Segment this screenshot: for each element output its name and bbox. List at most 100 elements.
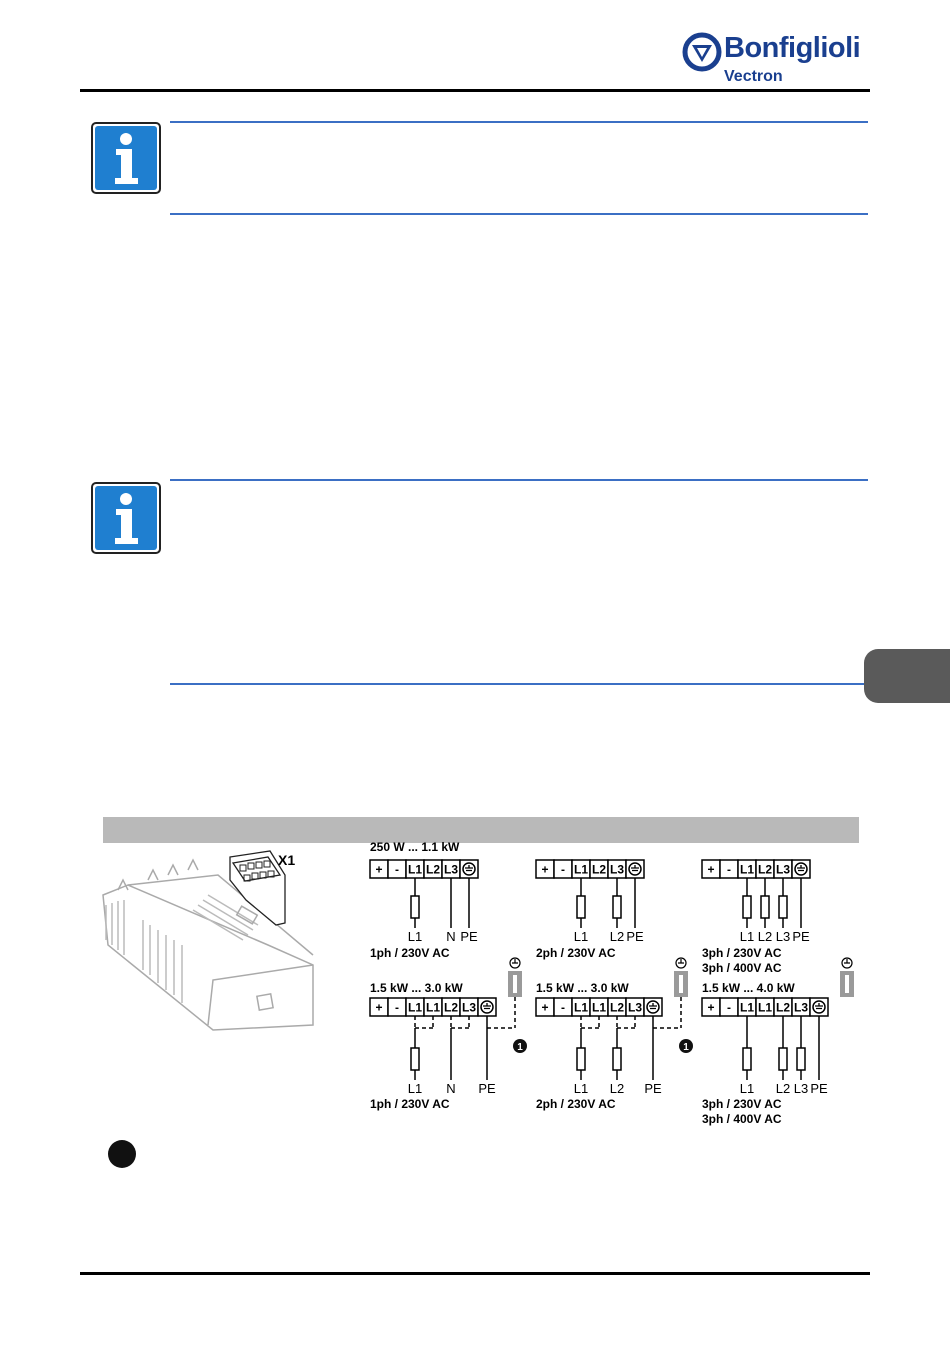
ground-symbol <box>480 1000 494 1014</box>
fuse-symbol <box>612 1047 622 1071</box>
terminal-label: L3 <box>462 1001 476 1015</box>
ground-symbol <box>812 1000 826 1014</box>
supply-caption: 1ph / 230V AC <box>370 1097 450 1111</box>
info-icon <box>91 482 161 554</box>
fuse-symbol <box>612 895 622 919</box>
ground-bar-slot <box>513 975 517 993</box>
fuse-symbol <box>742 895 752 919</box>
brand-name: Bonfiglioli <box>724 32 861 64</box>
terminal-label: L1 <box>408 1001 422 1015</box>
terminal-label: + <box>707 1001 714 1015</box>
terminal-label: L2 <box>610 1001 624 1015</box>
ground-symbol <box>649 1003 657 1010</box>
terminal-label: - <box>395 1001 399 1015</box>
marker-number: 1 <box>517 1042 523 1053</box>
ground-symbol <box>512 959 518 964</box>
note-bottom-rule <box>170 213 868 215</box>
phase-label: PE <box>792 929 810 944</box>
terminal-label: L1 <box>740 1001 754 1015</box>
terminal-label: + <box>375 863 382 877</box>
phase-label: PE <box>644 1081 662 1096</box>
phase-label: PE <box>810 1081 828 1096</box>
supply-caption: 3ph / 230V AC <box>702 946 782 960</box>
phase-label: PE <box>460 929 478 944</box>
terminal-label: + <box>541 863 548 877</box>
marker-number: 1 <box>683 1042 689 1053</box>
terminal-label: L1 <box>574 1001 588 1015</box>
phase-label: L1 <box>740 929 754 944</box>
terminal-label: L2 <box>444 1001 458 1015</box>
supply-caption: 2ph / 230V AC <box>536 1097 616 1111</box>
terminal-label: L2 <box>776 1001 790 1015</box>
ground-symbol <box>628 862 642 876</box>
terminal-label: L3 <box>628 1001 642 1015</box>
phase-label: L3 <box>794 1081 808 1096</box>
phase-label: L3 <box>776 929 790 944</box>
ground-bar-slot <box>845 975 849 993</box>
terminal-label: L1 <box>740 863 754 877</box>
terminal-label: L3 <box>610 863 624 877</box>
ground-symbol <box>631 865 639 872</box>
power-range-label: 250 W ... 1.1 kW <box>370 840 460 854</box>
chapter-tab[interactable] <box>864 649 950 703</box>
ground-symbol <box>462 862 476 876</box>
ground-symbol <box>646 1000 660 1014</box>
terminal-label: L1 <box>408 863 422 877</box>
power-range-label: 1.5 kW ... 3.0 kW <box>536 981 629 995</box>
phase-label: N <box>446 1081 455 1096</box>
fuse-symbol <box>778 1047 788 1071</box>
note-bottom-rule <box>170 683 868 685</box>
terminal-label: - <box>727 863 731 877</box>
terminal-label: L1 <box>574 863 588 877</box>
fuse-symbol <box>576 895 586 919</box>
power-range-label: 1.5 kW ... 4.0 kW <box>702 981 795 995</box>
power-range-label: 1.5 kW ... 3.0 kW <box>370 981 463 995</box>
note-top-rule <box>170 479 868 481</box>
figure-title-bar <box>103 817 859 843</box>
fuse-symbol <box>778 895 788 919</box>
ground-symbol <box>815 1003 823 1010</box>
fuse-symbol <box>410 1047 420 1071</box>
terminal-label: L3 <box>444 863 458 877</box>
phase-label: L1 <box>740 1081 754 1096</box>
ground-symbol <box>483 1003 491 1010</box>
info-icon <box>91 122 161 194</box>
terminal-label: - <box>561 863 565 877</box>
supply-caption: 3ph / 400V AC <box>702 1112 782 1126</box>
terminal-label: + <box>375 1001 382 1015</box>
terminal-label: - <box>395 863 399 877</box>
terminal-label: L1 <box>592 1001 606 1015</box>
ground-symbol <box>678 959 684 964</box>
brand-sub: Vectron <box>724 68 783 85</box>
fuse-symbol <box>760 895 770 919</box>
footer-rule <box>80 1272 870 1275</box>
fuse-symbol <box>742 1047 752 1071</box>
marker-dot <box>679 1039 693 1053</box>
terminal-label: - <box>727 1001 731 1015</box>
terminal-label: L2 <box>592 863 606 877</box>
supply-caption: 2ph / 230V AC <box>536 946 616 960</box>
phase-label: PE <box>626 929 644 944</box>
terminal-label: L3 <box>776 863 790 877</box>
ground-symbol <box>797 865 805 872</box>
supply-caption: 1ph / 230V AC <box>370 946 450 960</box>
ground-symbol <box>844 959 850 964</box>
ground-bar-slot <box>679 975 683 993</box>
terminal-label: - <box>561 1001 565 1015</box>
terminal-label: L1 <box>758 1001 772 1015</box>
terminal-label: + <box>541 1001 548 1015</box>
phase-label: N <box>446 929 455 944</box>
ground-symbol <box>465 865 473 872</box>
fuse-symbol <box>796 1047 806 1071</box>
terminal-label: L2 <box>758 863 772 877</box>
phase-label: L2 <box>776 1081 790 1096</box>
legend-marker <box>108 1140 136 1168</box>
terminal-label: L1 <box>426 1001 440 1015</box>
phase-label: PE <box>478 1081 496 1096</box>
terminal-label: L2 <box>426 863 440 877</box>
phase-label: L1 <box>408 1081 422 1096</box>
fuse-symbol <box>410 895 420 919</box>
supply-caption: 3ph / 400V AC <box>702 961 782 975</box>
terminal-label: + <box>707 863 714 877</box>
